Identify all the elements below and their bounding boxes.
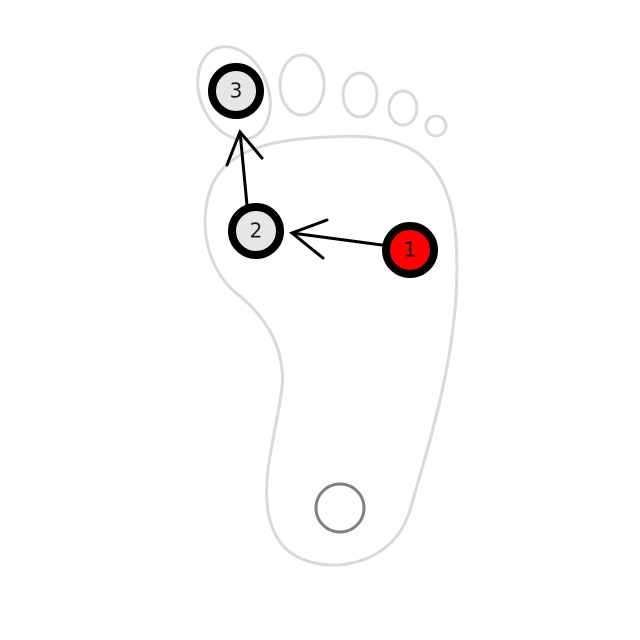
heel-marker [314,482,366,534]
arrow-head [225,129,264,167]
arrow-shaft [290,231,384,247]
arrow-2-to-3 [225,129,264,207]
marker-circle [228,203,284,259]
marker-label: 1 [404,238,417,262]
little-toe [424,114,448,138]
step-marker-1: 1 [382,222,438,278]
third-toe [341,71,379,119]
step-marker-3: 3 [208,63,264,119]
arrow-1-to-2 [289,218,384,260]
big-toe [196,45,272,141]
marker-circle [208,63,264,119]
step-marker-2: 2 [228,203,284,259]
marker-label: 2 [250,219,263,243]
foot-outline [196,45,459,567]
arrow-head [289,218,329,260]
fourth-toe [387,89,419,127]
arrow-shaft [238,130,249,207]
marker-label: 3 [230,79,243,103]
marker-circle [382,222,438,278]
foot-sole [203,134,459,567]
second-toe [278,53,326,117]
